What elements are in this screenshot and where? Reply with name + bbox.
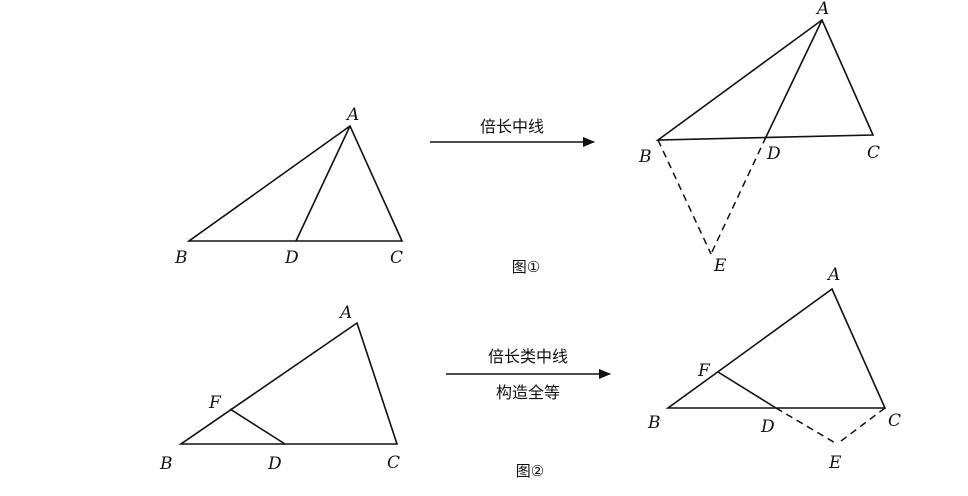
fig1-right-dashed-de: [710, 136, 767, 255]
fig2-left-label-b: B: [159, 454, 173, 474]
fig1-right-label-a: A: [815, 0, 829, 19]
fig1-right-dashed-be: [657, 139, 712, 255]
fig2-left-label-d: D: [267, 454, 282, 474]
fig1-arrow-label: 倍长中线: [480, 117, 544, 136]
fig1-left-triangle-abc: [186, 124, 404, 242]
fig1-left-label-a: A: [345, 105, 359, 125]
fig1-arrow: 倍长中线: [430, 117, 595, 147]
fig1-right-label-b: B: [638, 147, 652, 167]
fig1-right-label-e: E: [713, 256, 727, 276]
fig2-left-triangle: A F B D C: [159, 303, 400, 474]
fig2-left-segment-fd: [229, 408, 286, 445]
fig1-left-label-b: B: [174, 248, 188, 268]
fig1-right-label-d: D: [766, 144, 781, 164]
fig2-right-dashed-de: [775, 407, 838, 445]
fig1-caption: 图①: [512, 258, 540, 276]
fig2-right-label-f: F: [697, 361, 711, 381]
fig1-left-median-ad: [295, 125, 351, 242]
fig2-right-label-e: E: [828, 453, 842, 473]
fig2-right-dashed-ce: [836, 407, 886, 445]
fig2-left-label-c: C: [387, 453, 400, 473]
fig1-left-triangle: A B D C: [174, 105, 404, 268]
fig2-arrow-label-bottom: 构造全等: [496, 383, 560, 402]
fig2-left-label-f: F: [208, 393, 222, 413]
fig2-arrow: 倍长类中线 构造全等: [446, 347, 611, 402]
fig1-right-median-ad: [765, 19, 823, 138]
fig1-right-triangle: A B D C E: [638, 0, 880, 276]
fig1-left-label-d: D: [284, 248, 299, 268]
fig2-right-label-b: B: [647, 413, 661, 433]
fig2-right-label-c: C: [888, 411, 901, 431]
fig1-right-triangle-abc: [655, 18, 875, 141]
fig2-right-label-a: A: [826, 265, 840, 285]
fig1-left-label-c: C: [390, 248, 403, 268]
fig2-right-triangle-abc: [665, 287, 887, 409]
fig2-arrow-label-top: 倍长类中线: [488, 347, 568, 366]
fig2-right-label-d: D: [760, 417, 775, 437]
fig2-left-triangle-abc: [178, 321, 399, 445]
fig1-right-label-c: C: [867, 143, 880, 163]
fig2-right-segment-fd: [717, 371, 777, 409]
fig2-caption: 图②: [516, 462, 544, 480]
fig2-right-triangle: A F B D C E: [647, 265, 901, 473]
fig2-left-label-a: A: [338, 303, 352, 323]
